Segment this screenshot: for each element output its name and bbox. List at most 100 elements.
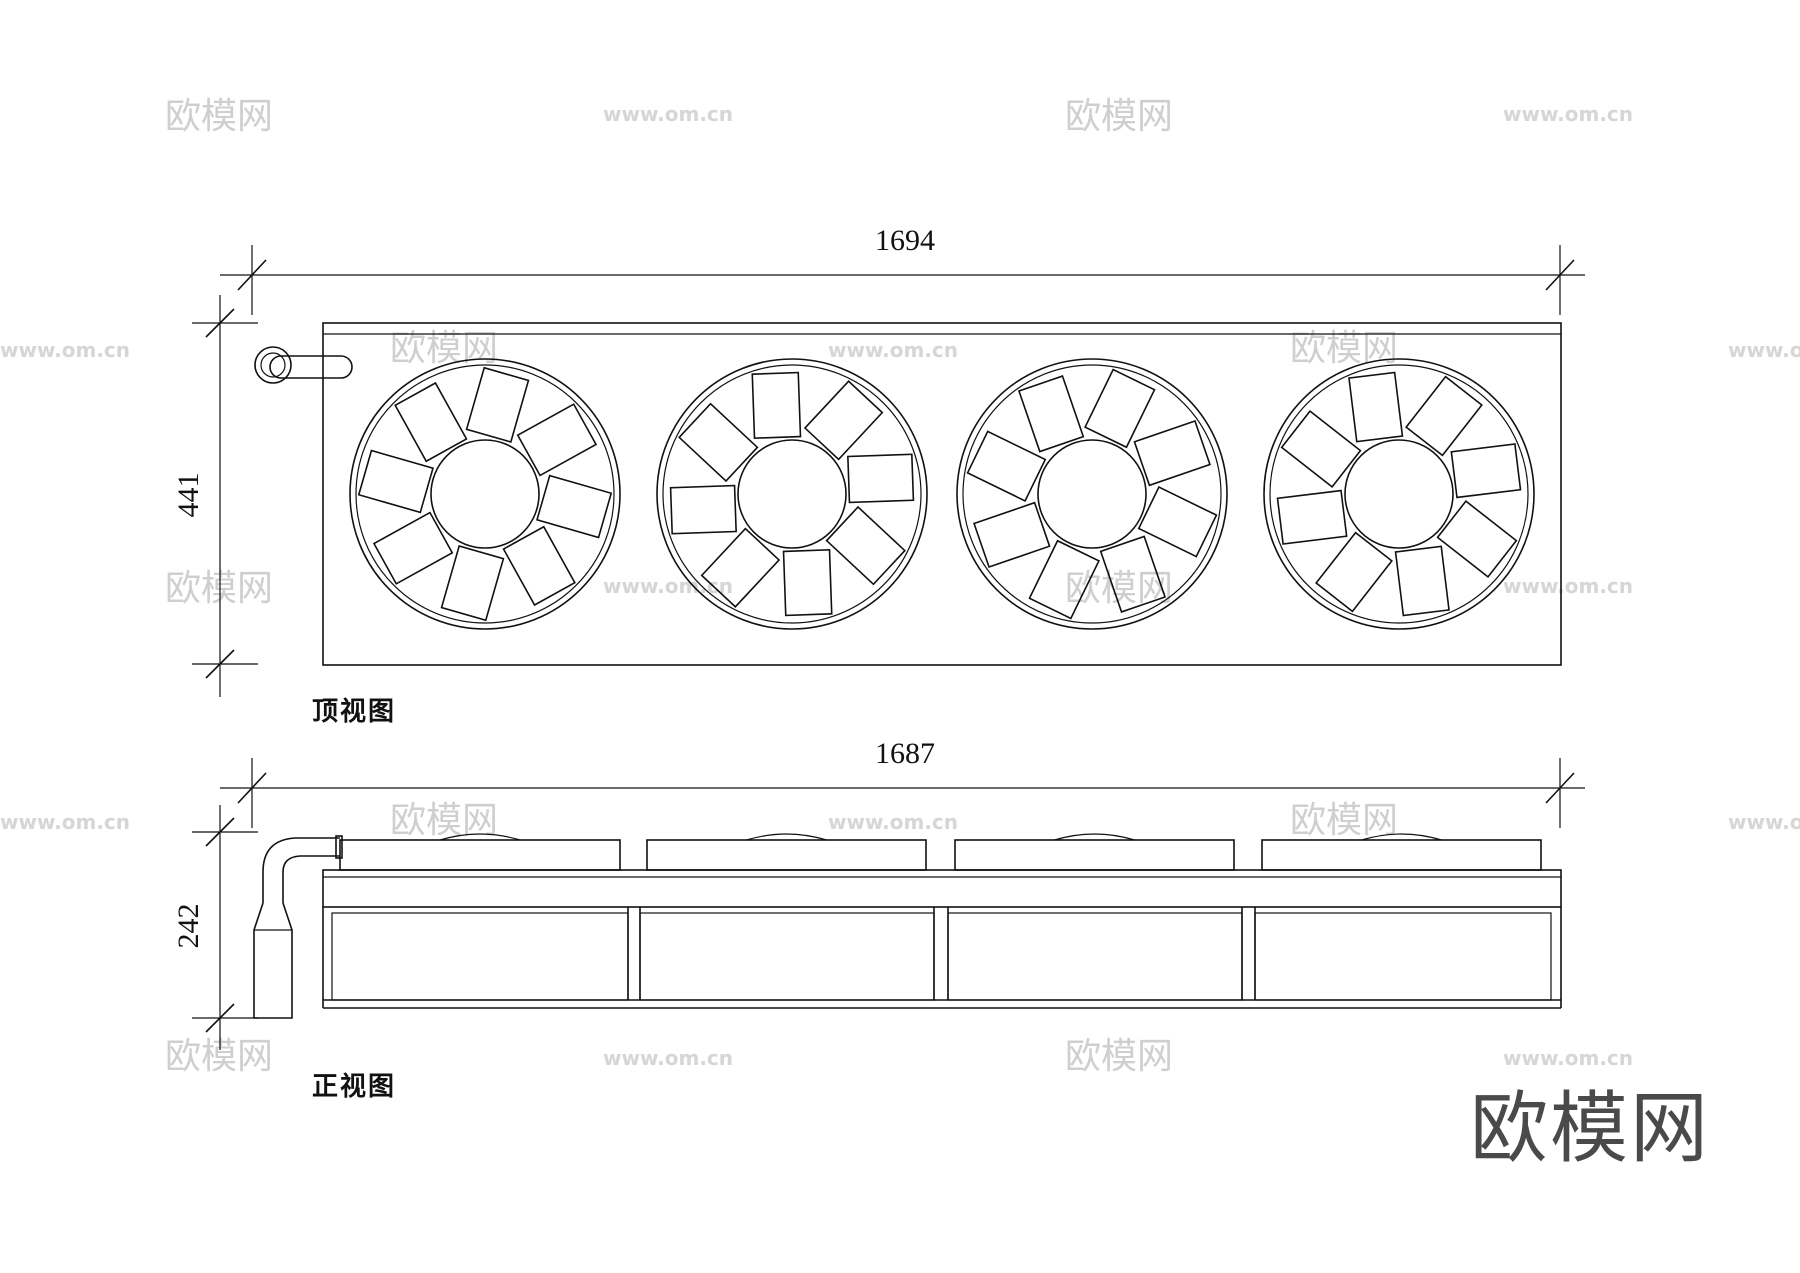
fan-hub: [1344, 439, 1454, 549]
watermark-brand: 欧模网: [1065, 1036, 1173, 1077]
fan-blade: [1394, 545, 1450, 617]
front-height-dimension: 242: [172, 805, 258, 1050]
watermark-brand: 欧模网: [1065, 96, 1173, 137]
fan-blade: [966, 430, 1047, 502]
watermark-url: www.om.cn: [603, 1046, 733, 1070]
watermark-url: www.om.cn: [0, 338, 130, 362]
watermark-url: www.om.cn: [0, 810, 130, 834]
watermark-brand: 欧模网: [165, 96, 273, 137]
fan-dome: [1054, 833, 1135, 841]
fan-housing-box: [954, 839, 1235, 871]
fan-blade: [1315, 531, 1393, 613]
watermark-url: www.om.cn: [603, 102, 733, 126]
fan-housing: [646, 833, 927, 871]
watermark-url: www.om.cn: [1503, 574, 1633, 598]
fan-blade: [394, 381, 468, 463]
watermark-brand: 欧模网: [390, 800, 498, 841]
fan-blade: [1450, 443, 1522, 499]
top-fan: [956, 358, 1228, 630]
watermark-url: www.om.cn: [1503, 1046, 1633, 1070]
fan-blade: [1348, 371, 1404, 443]
brand-mark: 欧模网: [1470, 1084, 1710, 1174]
fan-outer-ring: [349, 358, 621, 630]
fan-dome: [439, 833, 521, 841]
coil-panel: [1254, 912, 1552, 1001]
fan-blade: [1280, 410, 1362, 488]
top-view-body: [322, 322, 1562, 666]
fan-inner-ring: [662, 364, 922, 624]
fan-outer-ring: [656, 358, 928, 630]
top-pipe-fitting: [254, 346, 353, 384]
front-view-body: [322, 869, 1562, 1009]
fan-blade: [782, 549, 833, 617]
fan-housing-box: [1261, 839, 1542, 871]
watermark-brand: 欧模网: [1290, 800, 1398, 841]
front-height-label: 242: [172, 904, 205, 949]
watermark-url: www.om.cn: [1728, 338, 1800, 362]
fan-blade: [678, 402, 759, 483]
coil-panel: [639, 912, 935, 1001]
top-width-dimension: 1694: [220, 224, 1585, 315]
fan-blade: [465, 366, 530, 443]
fan-blade: [803, 380, 884, 461]
fan-inner-ring: [962, 364, 1222, 624]
front-width-label: 1687: [875, 737, 935, 770]
fan-dome: [746, 833, 827, 841]
top-fan: [349, 358, 621, 630]
fan-blade: [357, 449, 434, 514]
top-fan: [1263, 358, 1535, 630]
fan-blade: [1137, 486, 1218, 558]
fan-blade: [502, 525, 576, 607]
top-fan-group: [349, 358, 1535, 630]
front-panel-group: [331, 833, 1552, 1001]
fan-housing-box: [339, 839, 621, 871]
fan-blade: [372, 511, 454, 585]
fan-blade: [751, 371, 802, 439]
fan-hub: [737, 439, 847, 549]
fan-blade: [1133, 419, 1211, 487]
fan-housing-box: [646, 839, 927, 871]
front-width-dimension: 1687: [220, 737, 1585, 828]
fan-blade: [700, 527, 781, 608]
fan-blade: [669, 484, 737, 535]
fan-dome: [1361, 833, 1442, 841]
coil-panel: [947, 912, 1243, 1001]
front-pipe: [253, 835, 343, 1019]
fan-outer-ring: [1263, 358, 1535, 630]
fan-blade: [1028, 539, 1100, 620]
top-height-dimension: 441: [172, 295, 258, 697]
top-height-label: 441: [172, 473, 205, 518]
fan-blade: [825, 505, 906, 586]
front-view: 1687 242 正视图: [172, 737, 1585, 1102]
fan-housing: [1261, 833, 1542, 871]
watermark-brand: 欧模网: [165, 1036, 273, 1077]
watermark-brand: 欧模网: [1290, 328, 1398, 369]
fan-hub: [1037, 439, 1147, 549]
watermark-url: www.om.cn: [1503, 102, 1633, 126]
fan-blade: [1099, 535, 1167, 613]
front-view-label: 正视图: [312, 1072, 396, 1102]
top-width-label: 1694: [875, 224, 935, 257]
fan-inner-ring: [355, 364, 615, 624]
watermark-url: www.om.cn: [828, 338, 958, 362]
watermark-url: www.om.cn: [828, 810, 958, 834]
fan-hub: [430, 439, 540, 549]
fan-inner-ring: [1269, 364, 1529, 624]
top-fan: [656, 358, 928, 630]
fan-blade: [536, 474, 613, 539]
fan-housing: [954, 833, 1235, 871]
fan-blade: [516, 403, 598, 477]
watermark-brand: 欧模网: [390, 328, 498, 369]
fan-blade: [440, 545, 505, 622]
coil-panel: [331, 912, 629, 1001]
fan-blade: [847, 453, 915, 504]
fan-blade: [1436, 500, 1518, 578]
fan-blade: [1084, 368, 1156, 449]
fan-blade: [1405, 375, 1483, 457]
fan-blade: [1017, 375, 1085, 453]
fan-blade: [973, 501, 1051, 569]
top-view-label: 顶视图: [312, 697, 396, 727]
watermark-url: www.om.cn: [1728, 810, 1800, 834]
